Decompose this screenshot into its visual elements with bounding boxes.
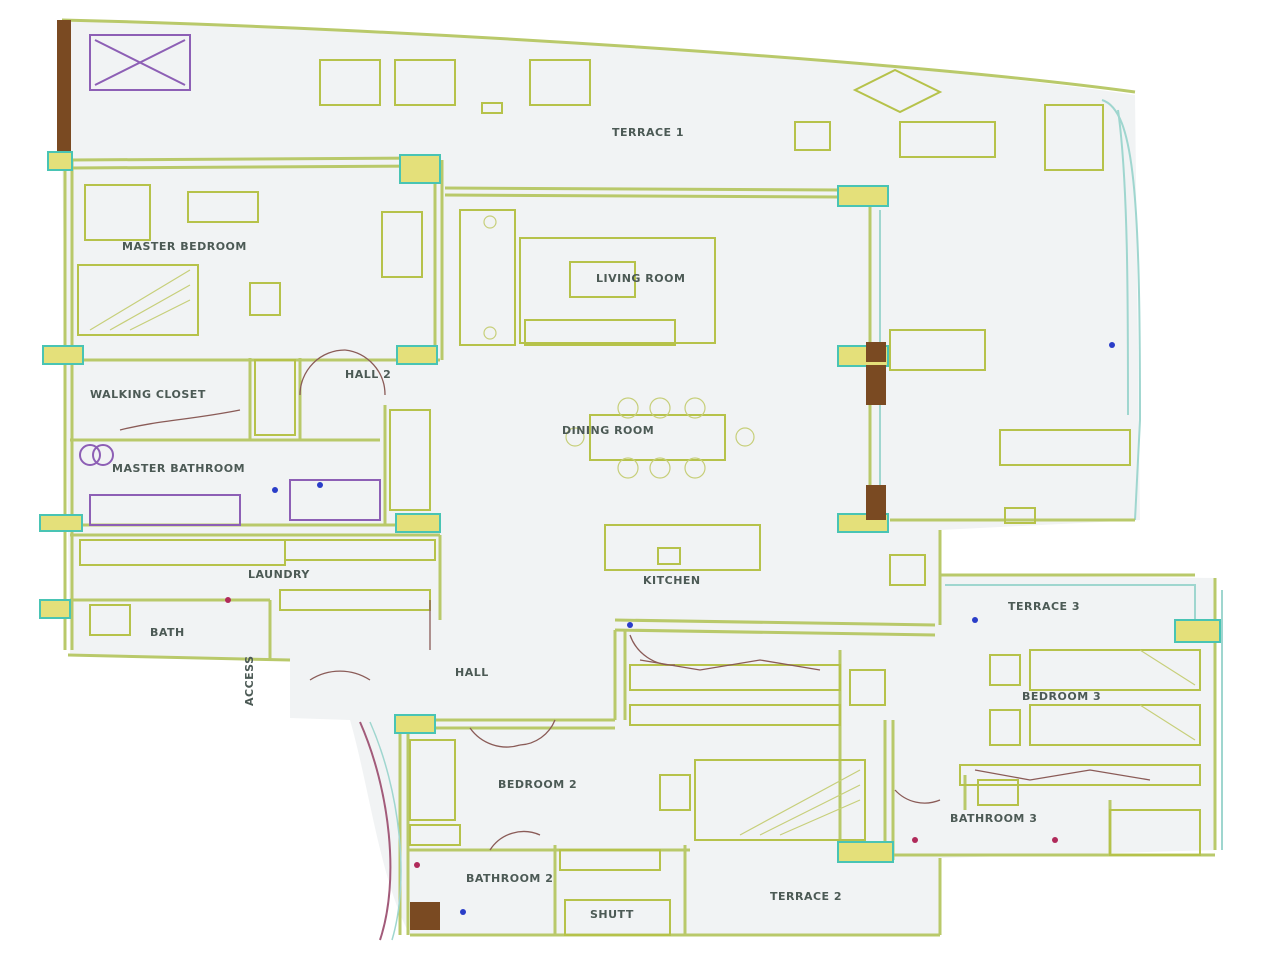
label-dining-room: DINING ROOM [562, 424, 654, 437]
room-labels: TERRACE 1 MASTER BEDROOM LIVING ROOM HAL… [90, 126, 1101, 921]
label-bedroom-2: BEDROOM 2 [498, 778, 577, 791]
label-living-room: LIVING ROOM [596, 272, 685, 285]
label-hall-2: HALL 2 [345, 368, 391, 381]
floor-areas [60, 20, 1215, 935]
outlet-markers [225, 342, 1115, 915]
door-swings [119, 349, 1151, 851]
master-bedroom-furniture [77, 184, 423, 336]
exterior-walls [57, 18, 1223, 941]
exterior-wall-segment [57, 20, 71, 160]
label-terrace-1: TERRACE 1 [612, 126, 684, 139]
living-room-furniture [459, 209, 716, 346]
label-kitchen: KITCHEN [643, 574, 701, 587]
terrace-1-furniture [89, 34, 1131, 524]
structural-columns [39, 151, 1221, 930]
label-hall: HALL [455, 666, 489, 679]
label-bath: BATH [150, 626, 185, 639]
dining-furniture [565, 397, 926, 586]
label-master-bedroom: MASTER BEDROOM [122, 240, 247, 253]
label-walkin-closet: WALKING CLOSET [90, 388, 206, 401]
label-bathroom-2: BATHROOM 2 [466, 872, 553, 885]
bedroom-furniture [629, 649, 1201, 841]
label-terrace-2: TERRACE 2 [770, 890, 842, 903]
label-bathroom-3: BATHROOM 3 [950, 812, 1037, 825]
label-terrace-3: TERRACE 3 [1008, 600, 1080, 613]
label-laundry: LAUNDRY [248, 568, 310, 581]
label-bedroom-3: BEDROOM 3 [1022, 690, 1101, 703]
label-master-bathroom: MASTER BATHROOM [112, 462, 245, 475]
label-access: ACCESS [243, 655, 256, 706]
label-shutt: SHUTT [590, 908, 634, 921]
